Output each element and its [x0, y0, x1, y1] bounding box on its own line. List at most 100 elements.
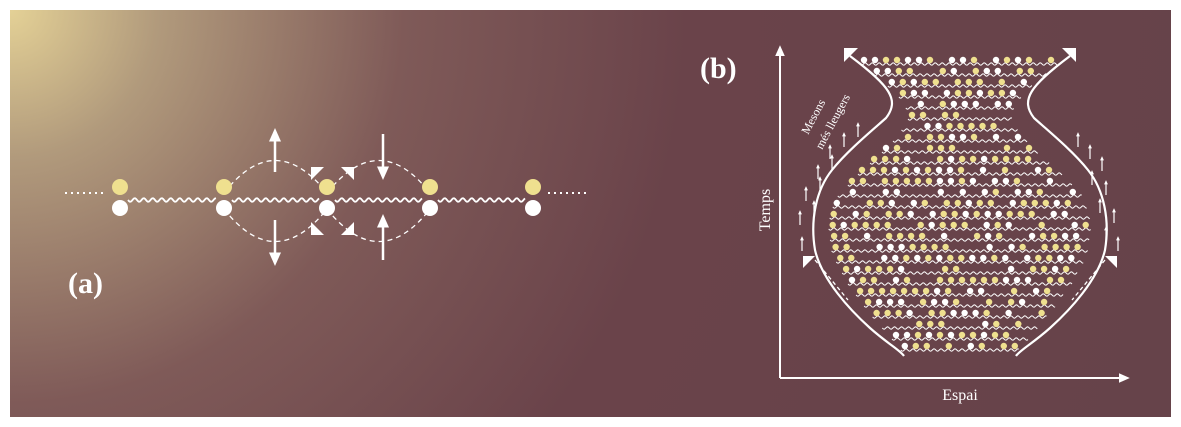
string-wave	[127, 197, 217, 203]
yellow-particle	[939, 221, 946, 229]
yellow-particle	[968, 122, 975, 130]
yellow-particle	[1025, 144, 1033, 152]
yellow-particle	[923, 342, 930, 350]
white-particle	[994, 100, 1001, 108]
yellow-particle	[921, 199, 928, 207]
yellow-particle	[848, 254, 855, 262]
white-particle	[888, 78, 895, 86]
yellow-particle	[939, 67, 946, 75]
yellow-particle	[927, 320, 934, 328]
yellow-particle	[911, 287, 919, 295]
yellow-particle	[941, 265, 949, 273]
yellow-particle	[837, 254, 844, 262]
yellow-particle	[881, 177, 889, 185]
white-particle	[962, 210, 969, 218]
white-particle	[319, 200, 335, 216]
yellow-particle	[864, 298, 872, 306]
yellow-particle	[863, 210, 870, 218]
yellow-particle	[973, 210, 980, 218]
yellow-particle	[947, 276, 955, 284]
white-particle	[112, 200, 128, 216]
yellow-particle	[856, 287, 864, 295]
yellow-particle	[859, 177, 867, 185]
yellow-particle	[936, 276, 944, 284]
white-particle	[917, 100, 924, 108]
white-particle	[1014, 56, 1022, 64]
white-particle	[995, 210, 1002, 218]
yellow-particle	[884, 309, 891, 317]
string-wave	[905, 106, 1015, 110]
yellow-particle	[991, 254, 998, 262]
string-wave	[857, 172, 1063, 176]
yellow-particle	[969, 276, 977, 284]
yellow-particle	[1015, 320, 1022, 328]
yellow-particle	[919, 111, 927, 119]
white-particle	[936, 254, 943, 262]
yellow-particle	[957, 122, 964, 130]
yellow-particle	[978, 342, 985, 350]
yellow-particle	[939, 309, 946, 317]
triangle-corner-icon	[311, 167, 324, 180]
yellow-particle	[969, 155, 977, 163]
white-particle	[925, 331, 933, 339]
yellow-particle	[1019, 243, 1026, 251]
white-particle	[1051, 265, 1059, 273]
yellow-particle	[1046, 276, 1054, 284]
white-particle	[1057, 254, 1064, 262]
yellow-particle	[993, 320, 1000, 328]
yellow-particle	[954, 89, 962, 97]
yellow-particle	[870, 155, 878, 163]
yellow-particle	[1046, 254, 1053, 262]
white-particle	[982, 320, 989, 328]
yellow-particle	[880, 166, 888, 174]
string-wave	[881, 326, 1038, 330]
vase-outline-left	[812, 55, 905, 357]
white-particle	[983, 67, 990, 75]
yellow-particle	[990, 122, 997, 130]
dashed-boundary-right	[1071, 259, 1106, 301]
yellow-particle	[940, 210, 947, 218]
white-particle	[986, 243, 993, 251]
yellow-particle	[942, 243, 949, 251]
yellow-particle	[895, 309, 902, 317]
white-particle	[992, 56, 1000, 64]
yellow-particle	[1016, 67, 1023, 75]
yellow-particle	[950, 221, 957, 229]
white-particle	[1014, 133, 1022, 141]
white-particle	[972, 100, 979, 108]
yellow-particle	[991, 155, 999, 163]
yellow-particle	[1039, 232, 1047, 240]
yellow-particle	[924, 166, 932, 174]
yellow-particle	[945, 342, 952, 350]
yellow-particle	[1027, 67, 1034, 75]
yellow-particle	[889, 287, 897, 295]
white-particle	[892, 331, 900, 339]
yellow-particle	[1029, 265, 1037, 273]
string-wave	[828, 227, 1091, 231]
yellow-particle	[1007, 298, 1015, 306]
white-particle	[947, 331, 955, 339]
yellow-particle	[1082, 221, 1089, 229]
string-wave	[334, 197, 423, 203]
white-particle	[959, 188, 966, 196]
yellow-particle	[920, 243, 927, 251]
yellow-particle	[869, 166, 877, 174]
yellow-particle	[859, 276, 867, 284]
white-particle	[216, 200, 232, 216]
white-particle	[888, 199, 895, 207]
yellow-particle	[998, 78, 1005, 86]
white-particle	[906, 309, 913, 317]
yellow-particle	[1050, 232, 1058, 240]
figure-panel: (a) Temps Espai Mesons més lleugers (b)	[10, 10, 1171, 417]
yellow-particle	[937, 133, 945, 141]
y-axis-label: Temps	[757, 189, 774, 231]
yellow-particle	[112, 179, 128, 195]
yellow-particle	[903, 276, 911, 284]
yellow-particle	[909, 243, 916, 251]
yellow-particle	[848, 177, 856, 185]
white-particle	[959, 56, 967, 64]
yellow-particle	[991, 276, 999, 284]
yellow-particle	[862, 221, 869, 229]
white-particle	[1050, 210, 1057, 218]
white-particle	[1009, 89, 1017, 97]
